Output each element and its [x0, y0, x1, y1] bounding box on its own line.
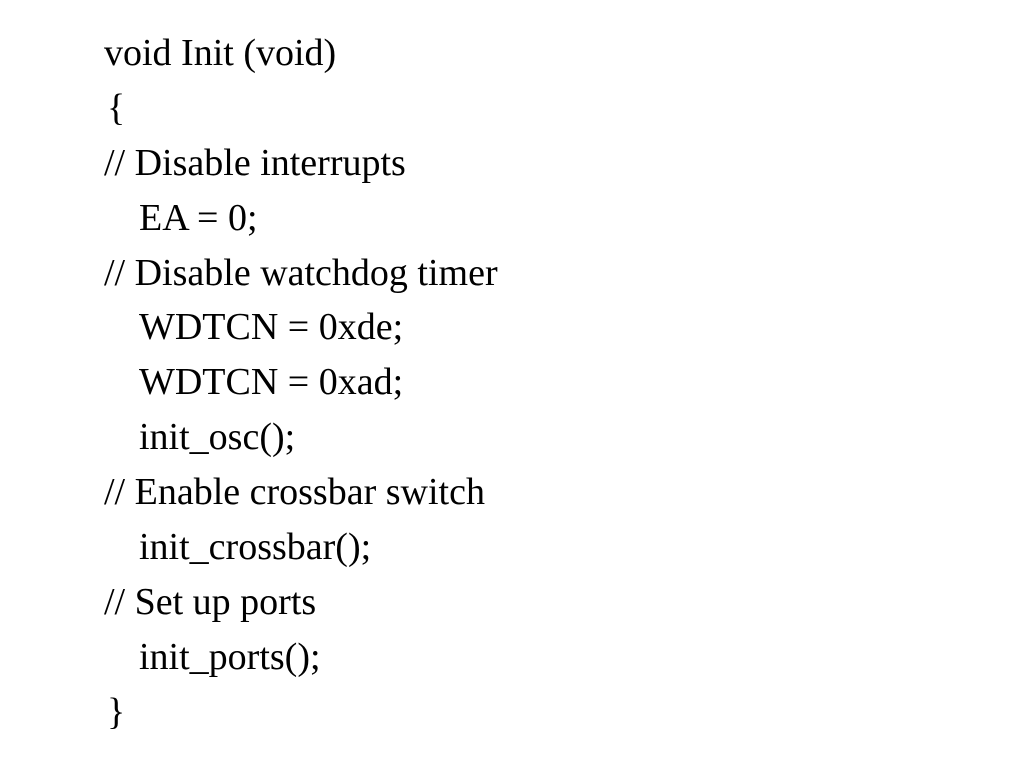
comment-disable-watchdog: // Disable watchdog timer [104, 251, 498, 294]
open-brace-line: { [107, 86, 126, 129]
close-brace-line: } [107, 690, 126, 733]
statement-wdtcn-de: WDTCN = 0xde; [139, 306, 404, 349]
comment-enable-crossbar: // Enable crossbar switch [104, 471, 485, 514]
comment-disable-interrupts: // Disable interrupts [104, 141, 406, 184]
comment-set-up-ports: // Set up ports [104, 580, 317, 623]
code-listing: void Init (void) { // Disable interrupts… [104, 26, 498, 740]
function-signature-line: void Init (void) [104, 32, 337, 74]
statement-init-osc: init_osc(); [139, 416, 296, 459]
statement-ea-assignment: EA = 0; [139, 196, 258, 239]
statement-init-crossbar: init_crossbar(); [139, 526, 372, 569]
statement-init-ports: init_ports(); [139, 635, 321, 678]
statement-wdtcn-ad: WDTCN = 0xad; [139, 361, 404, 404]
